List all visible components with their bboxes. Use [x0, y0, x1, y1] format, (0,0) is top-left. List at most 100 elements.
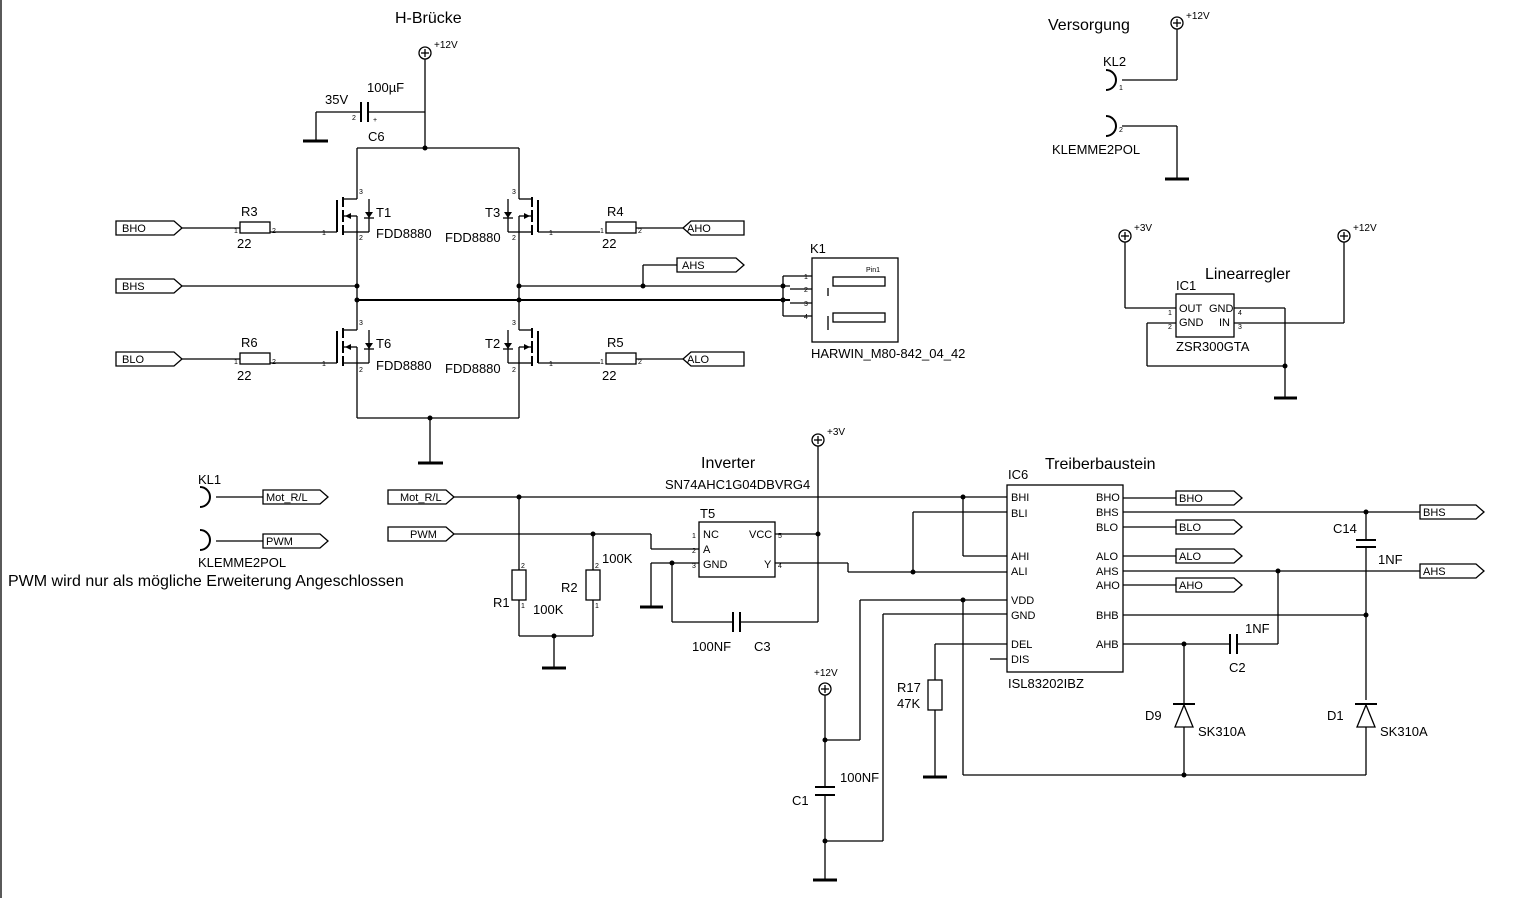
capacitor-c6: 35V 100µF C6 2+ [303, 80, 425, 144]
svg-text:1: 1 [595, 603, 599, 610]
svg-text:3: 3 [512, 189, 516, 196]
svg-text:C3: C3 [754, 639, 771, 654]
svg-text:AHI: AHI [1011, 551, 1029, 563]
svg-text:1: 1 [1119, 85, 1123, 92]
svg-text:R5: R5 [607, 335, 624, 350]
svg-text:C2: C2 [1229, 660, 1246, 675]
svg-text:Mot_R/L: Mot_R/L [266, 492, 308, 504]
svg-text:1: 1 [600, 228, 604, 235]
svg-text:T5: T5 [700, 506, 715, 521]
svg-text:2: 2 [1168, 324, 1172, 331]
svg-text:3: 3 [692, 563, 696, 570]
rail-label: +12V [434, 40, 458, 51]
diode-d9: D9 SK310A [1145, 644, 1246, 775]
inverter-section: Inverter SN74AHC1G04DBVRG4 Mot_R/L PWM R… [387, 427, 1007, 670]
svg-text:2: 2 [272, 359, 276, 366]
svg-text:AHO: AHO [687, 223, 711, 235]
svg-text:1: 1 [804, 274, 808, 281]
svg-text:2: 2 [512, 367, 516, 374]
svg-text:2: 2 [521, 563, 525, 570]
svg-text:1NF: 1NF [1378, 552, 1403, 567]
svg-text:1: 1 [692, 533, 696, 540]
mosfet-t1: T1 FDD8880 132 [240, 189, 432, 300]
svg-text:AHO: AHO [1179, 580, 1203, 592]
svg-text:VCC: VCC [749, 529, 772, 541]
svg-text:SN74AHC1G04DBVRG4: SN74AHC1G04DBVRG4 [665, 477, 810, 492]
resistor-r17: R17 47K [897, 643, 1007, 779]
svg-text:ALO: ALO [1096, 551, 1118, 563]
net-label-bho-in: BHO [115, 220, 183, 236]
svg-text:4: 4 [778, 563, 782, 570]
svg-text:KL1: KL1 [198, 472, 221, 487]
svg-text:R3: R3 [241, 204, 258, 219]
svg-text:BHO: BHO [122, 223, 146, 235]
svg-text:Y: Y [764, 559, 772, 571]
svg-text:+12V: +12V [1186, 11, 1210, 22]
h-bridge-section: H-Brücke +12V 35V 100µF C6 2+ [115, 10, 965, 465]
inverter-title: Inverter [701, 455, 756, 472]
svg-text:R1: R1 [493, 595, 510, 610]
resistor-r1 [511, 569, 527, 601]
svg-text:100K: 100K [533, 602, 564, 617]
svg-text:2: 2 [638, 359, 642, 366]
svg-text:C6: C6 [368, 129, 385, 144]
linear-regulator-title: Linearregler [1205, 266, 1291, 283]
svg-text:ZSR300GTA: ZSR300GTA [1176, 339, 1250, 354]
svg-text:1: 1 [234, 359, 238, 366]
connector-k1: K1 HARWIN_M80-842_04_42 Pin1 12 34 [804, 241, 965, 361]
svg-text:ALO: ALO [687, 354, 709, 366]
supply-12v-hbridge: +12V [418, 40, 458, 60]
svg-text:2: 2 [359, 367, 363, 374]
svg-text:2: 2 [352, 115, 356, 122]
svg-text:AHS: AHS [1096, 566, 1119, 578]
svg-text:1: 1 [1168, 310, 1172, 317]
svg-text:+12V: +12V [814, 668, 838, 679]
svg-text:3: 3 [804, 301, 808, 308]
svg-text:BLI: BLI [1011, 508, 1028, 520]
svg-text:R6: R6 [241, 335, 258, 350]
svg-text:IC6: IC6 [1008, 467, 1028, 482]
svg-text:R4: R4 [607, 204, 624, 219]
capacitor-c14: C14 1NF [1333, 512, 1403, 700]
svg-text:22: 22 [237, 236, 251, 251]
svg-text:100K: 100K [602, 551, 633, 566]
capacitor-c1: +12V C1 100NF [792, 599, 1007, 882]
svg-text:AHS: AHS [1423, 566, 1446, 578]
svg-text:3: 3 [359, 189, 363, 196]
svg-text:100µF: 100µF [367, 80, 404, 95]
svg-text:35V: 35V [325, 92, 348, 107]
svg-text:3: 3 [1238, 324, 1242, 331]
svg-text:T2: T2 [485, 336, 500, 351]
net-label-aho-in: AHO [682, 220, 745, 236]
svg-text:OUT: OUT [1179, 303, 1203, 315]
svg-text:D9: D9 [1145, 708, 1162, 723]
svg-text:47K: 47K [897, 696, 920, 711]
supply-section: Versorgung +12V KL2 1 2 KLEMME2POL [1048, 11, 1210, 181]
svg-text:R2: R2 [561, 580, 578, 595]
svg-text:C1: C1 [792, 793, 809, 808]
svg-text:PWM: PWM [266, 536, 293, 548]
svg-text:+12V: +12V [1353, 223, 1377, 234]
svg-text:FDD8880: FDD8880 [376, 226, 432, 241]
mosfet-t2: T2 FDD8880 132 [445, 300, 600, 418]
svg-text:GND: GND [1179, 317, 1204, 329]
svg-text:ALO: ALO [1179, 551, 1201, 563]
svg-text:R17: R17 [897, 680, 921, 695]
svg-text:BHO: BHO [1179, 493, 1203, 505]
svg-text:IN: IN [1219, 317, 1230, 329]
svg-text:BLO: BLO [1179, 522, 1201, 534]
supply-title: Versorgung [1048, 17, 1130, 34]
svg-text:K1: K1 [810, 241, 826, 256]
svg-text:22: 22 [237, 368, 251, 383]
svg-text:3: 3 [359, 320, 363, 327]
svg-text:BHO: BHO [1096, 492, 1120, 504]
mosfet-t6: T6 FDD8880 132 [240, 300, 432, 418]
svg-text:D1: D1 [1327, 708, 1344, 723]
resistor-r2 [585, 569, 601, 601]
svg-text:BHS: BHS [122, 281, 145, 293]
svg-text:5: 5 [778, 533, 782, 540]
regulator-ic1 [1175, 293, 1235, 338]
